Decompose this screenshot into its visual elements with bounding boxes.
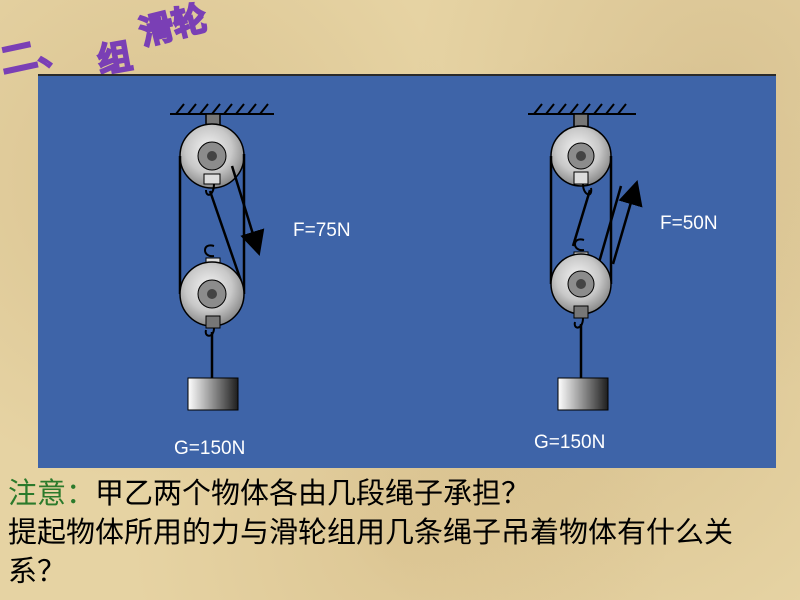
right-ropes: [549, 156, 623, 284]
left-weight-label: G=150N: [174, 438, 245, 459]
left-pulley-system: F=75N G=150N: [170, 103, 351, 459]
title-word-group: 组: [95, 36, 135, 80]
right-movable-pulley: [550, 238, 612, 378]
left-weight-block: [187, 377, 239, 411]
right-weight-label: G=150N: [534, 432, 605, 453]
left-force-arrow: [230, 165, 265, 256]
note-question-1: 甲乙两个物体各由几段绳子承担？: [95, 476, 531, 510]
right-fixed-pulley: [550, 113, 612, 196]
right-weight-block: [557, 377, 609, 411]
title-prefix: 二、: [0, 28, 76, 80]
left-movable-pulley: [179, 244, 245, 378]
note-label: 注意：: [8, 476, 96, 510]
right-force-arrow: [611, 180, 643, 265]
left-ceiling: [170, 103, 274, 115]
note-text: 注意：甲乙两个物体各由几段绳子承担？ 提起物体所用的力与滑轮组用几条绳子吊着物体…: [8, 474, 788, 591]
pulley-diagram-panel: F=75N G=150N: [38, 74, 776, 468]
right-force-label: F=50N: [660, 213, 718, 234]
left-force-label: F=75N: [293, 220, 351, 241]
left-ropes: [178, 154, 246, 294]
left-fixed-pulley: [179, 113, 245, 196]
title-word-pulley: 滑轮: [135, 0, 211, 54]
right-ceiling: [528, 103, 636, 115]
note-question-2: 提起物体所用的力与滑轮组用几条绳子吊着物体有什么关系？: [8, 515, 734, 588]
slide-title: 二、 滑轮 组: [0, 0, 212, 80]
right-pulley-system: F=50N G=150N: [528, 103, 718, 453]
